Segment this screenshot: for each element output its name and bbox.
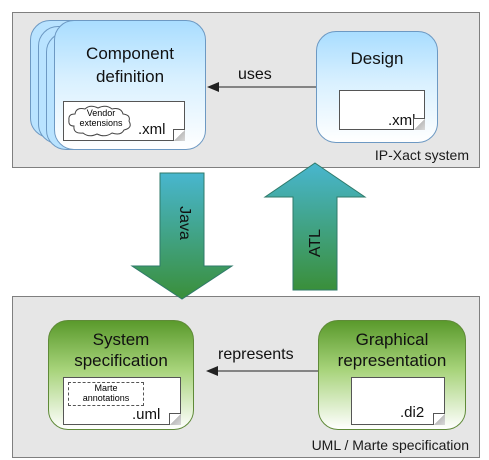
- system-spec-uml-document: Marte annotations .uml: [63, 377, 181, 425]
- uses-arrowhead: [207, 82, 219, 92]
- atl-transform-arrow: [263, 162, 367, 291]
- component-definition-card[interactable]: Component definition Vendor extensions .…: [54, 20, 206, 150]
- component-xml-document: Vendor extensions .xml: [63, 101, 185, 141]
- java-transform-arrow: [130, 172, 234, 300]
- vendor-note-line2: extensions: [79, 118, 123, 128]
- component-title-line2: definition: [95, 67, 165, 86]
- uml-marte-caption: UML / Marte specification: [311, 437, 469, 453]
- marte-note-line1: Marte: [94, 383, 118, 393]
- component-title-line1: Component: [86, 44, 174, 63]
- system-spec-title-line1: System: [92, 330, 150, 349]
- graphical-representation-card[interactable]: Graphical representation .di2: [318, 320, 466, 430]
- marte-note-line2: annotations: [82, 393, 130, 403]
- page-fold-icon: [433, 413, 445, 425]
- graphical-ext: .di2: [400, 404, 425, 421]
- vendor-note-line1: Vendor: [86, 108, 116, 118]
- marte-annotations-box: [68, 382, 144, 406]
- system-specification-card[interactable]: System specification Marte annotations .…: [48, 320, 194, 430]
- graphical-title-line2: representation: [337, 351, 447, 370]
- represents-label: represents: [218, 346, 294, 363]
- atl-label: ATL: [307, 228, 324, 258]
- design-card[interactable]: Design .xml: [316, 31, 438, 143]
- vendor-extensions-cloud: [68, 105, 131, 137]
- represents-arrowhead: [206, 366, 218, 376]
- page-fold-icon: [413, 118, 425, 130]
- graphical-di2-document: .di2: [351, 377, 445, 425]
- design-xml-document: .xml: [339, 90, 425, 130]
- page-fold-icon: [169, 413, 181, 425]
- ip-xact-caption: IP-Xact system: [374, 147, 469, 163]
- system-spec-ext: .uml: [132, 406, 161, 423]
- uses-label: uses: [238, 66, 272, 83]
- page-fold-icon: [173, 129, 185, 141]
- component-ext: .xml: [138, 121, 166, 138]
- design-title: Design: [350, 49, 404, 68]
- design-ext: .xml: [388, 112, 416, 129]
- java-label: Java: [176, 206, 193, 240]
- system-spec-title-line2: specification: [74, 351, 168, 370]
- graphical-title-line1: Graphical: [355, 330, 429, 349]
